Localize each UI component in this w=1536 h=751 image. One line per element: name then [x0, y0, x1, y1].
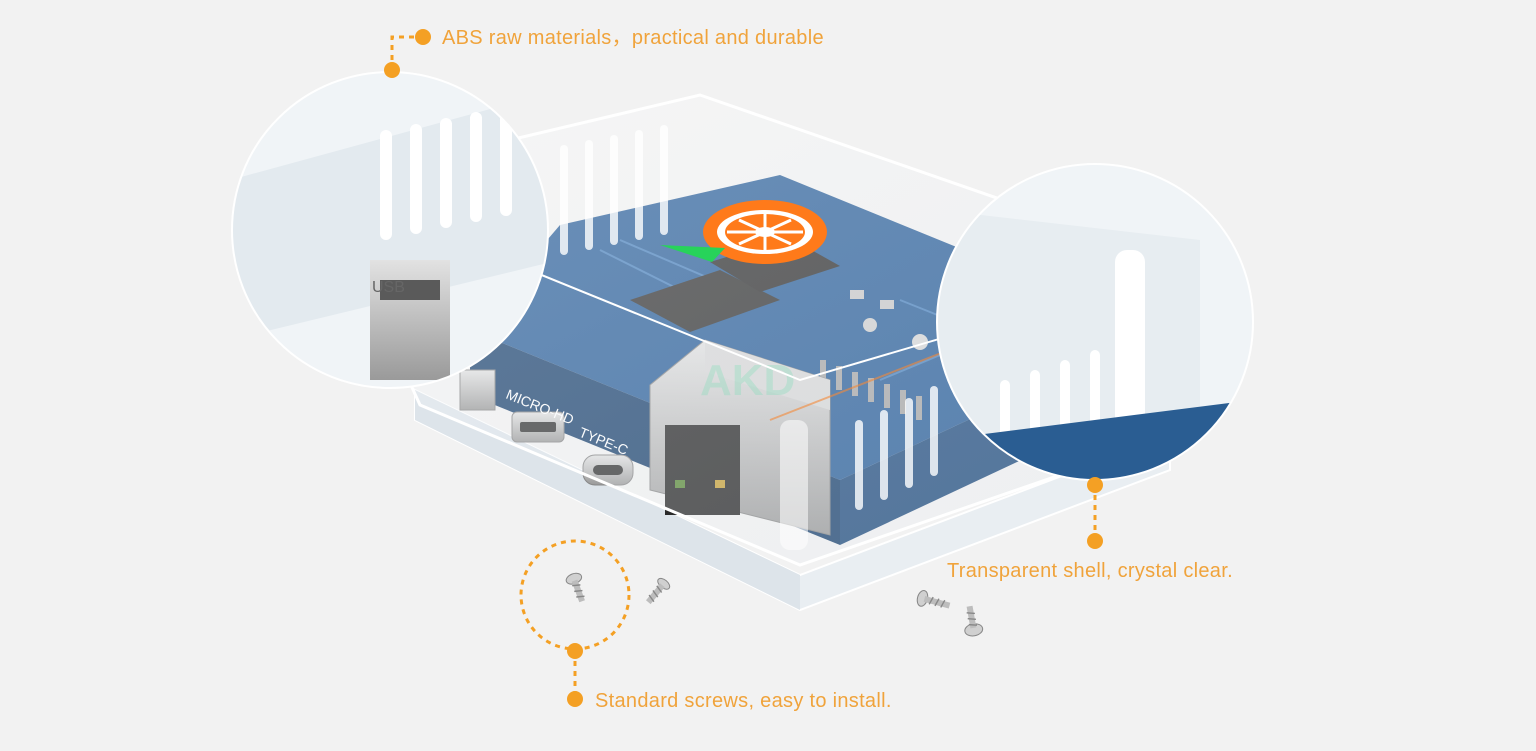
- zoom-bubble-left: USB: [231, 71, 549, 389]
- green-leaf-icon: [660, 245, 725, 262]
- callout-abs-materials: ABS raw materials，practical and durable: [442, 27, 824, 49]
- screw-icon: [565, 572, 984, 637]
- fan-logo-icon: [703, 200, 827, 264]
- callout-transparent-shell: Transparent shell, crystal clear.: [947, 560, 1233, 582]
- usb-label: USB: [372, 279, 405, 296]
- orange-dot-icon: [384, 29, 1103, 707]
- callout-standard-screws: Standard screws, easy to install.: [595, 690, 892, 712]
- zoom-bubble-right: [936, 163, 1254, 481]
